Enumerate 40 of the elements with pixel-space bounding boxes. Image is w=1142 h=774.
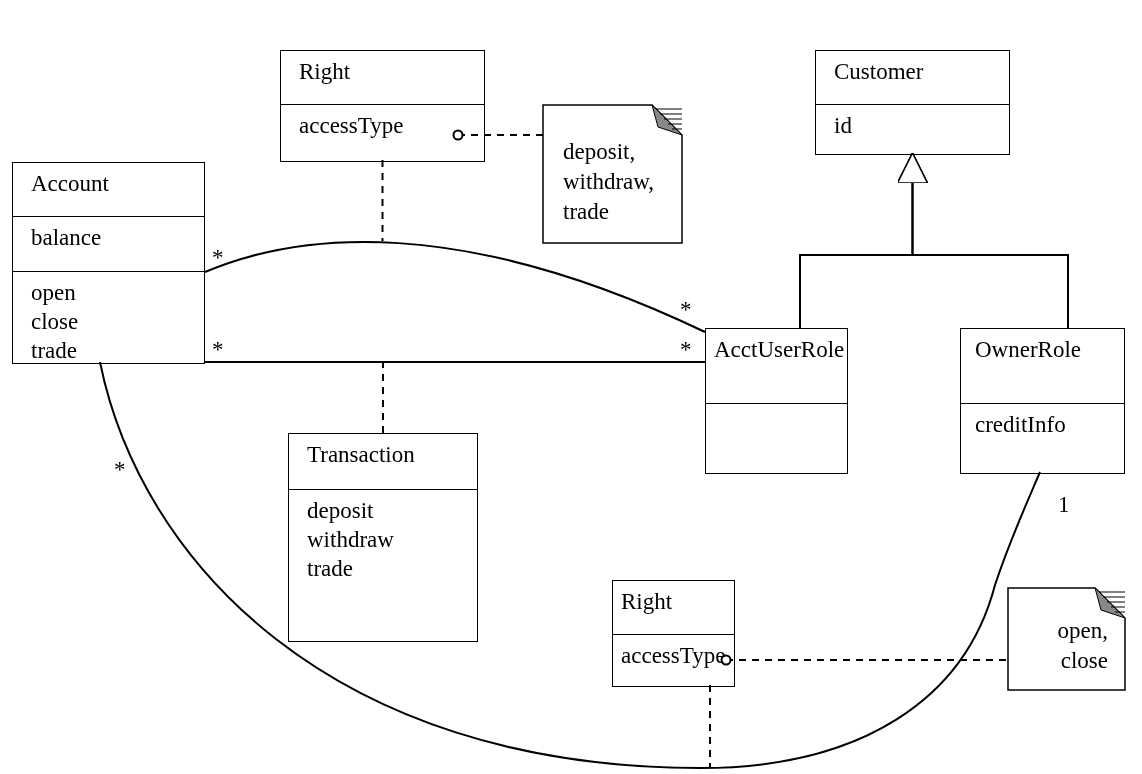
attribute-list: accessType xyxy=(621,641,726,670)
class-box xyxy=(12,162,205,364)
attribute-list: balance xyxy=(31,223,102,252)
multiplicity-label: * xyxy=(114,457,126,482)
class-name: Right xyxy=(621,588,673,616)
note-box xyxy=(543,105,682,243)
attribute-list: accessType xyxy=(299,111,404,140)
multiplicity-label: * xyxy=(680,337,692,362)
attribute-list: id xyxy=(834,111,852,140)
dashed-connector xyxy=(452,129,544,141)
association-line xyxy=(99,361,1041,769)
multiplicity-label: * xyxy=(680,297,692,322)
dashed-connector xyxy=(381,159,384,242)
class-box xyxy=(288,433,478,642)
attribute-list: deposit withdraw trade xyxy=(307,496,427,583)
association-line xyxy=(204,361,706,363)
class-name: OwnerRole xyxy=(975,336,1082,364)
class-name: Right xyxy=(299,58,351,86)
class-box xyxy=(612,580,735,687)
class-name: AcctUserRole xyxy=(714,336,845,364)
operation-list: open close trade xyxy=(31,278,111,365)
class-name: Transaction xyxy=(307,441,415,469)
class-name: Account xyxy=(31,170,109,198)
note-text: deposit, withdraw, trade xyxy=(563,138,656,226)
class-box xyxy=(815,50,1010,155)
class-box xyxy=(280,50,485,162)
note-text: open, close xyxy=(1056,617,1108,675)
association-line xyxy=(204,241,706,333)
multiplicity-label: * xyxy=(212,245,224,270)
note-box xyxy=(1008,588,1125,690)
class-box xyxy=(960,328,1125,474)
generalization-arrow xyxy=(896,152,1069,329)
dashed-connector xyxy=(720,654,1009,666)
multiplicity-label: 1 xyxy=(1058,492,1070,517)
class-box xyxy=(705,328,848,474)
dashed-connector xyxy=(709,684,711,769)
multiplicity-label: * xyxy=(212,337,224,362)
attribute-list: creditInfo xyxy=(975,410,1066,439)
dashed-connector xyxy=(382,361,384,434)
class-name: Customer xyxy=(834,58,924,86)
